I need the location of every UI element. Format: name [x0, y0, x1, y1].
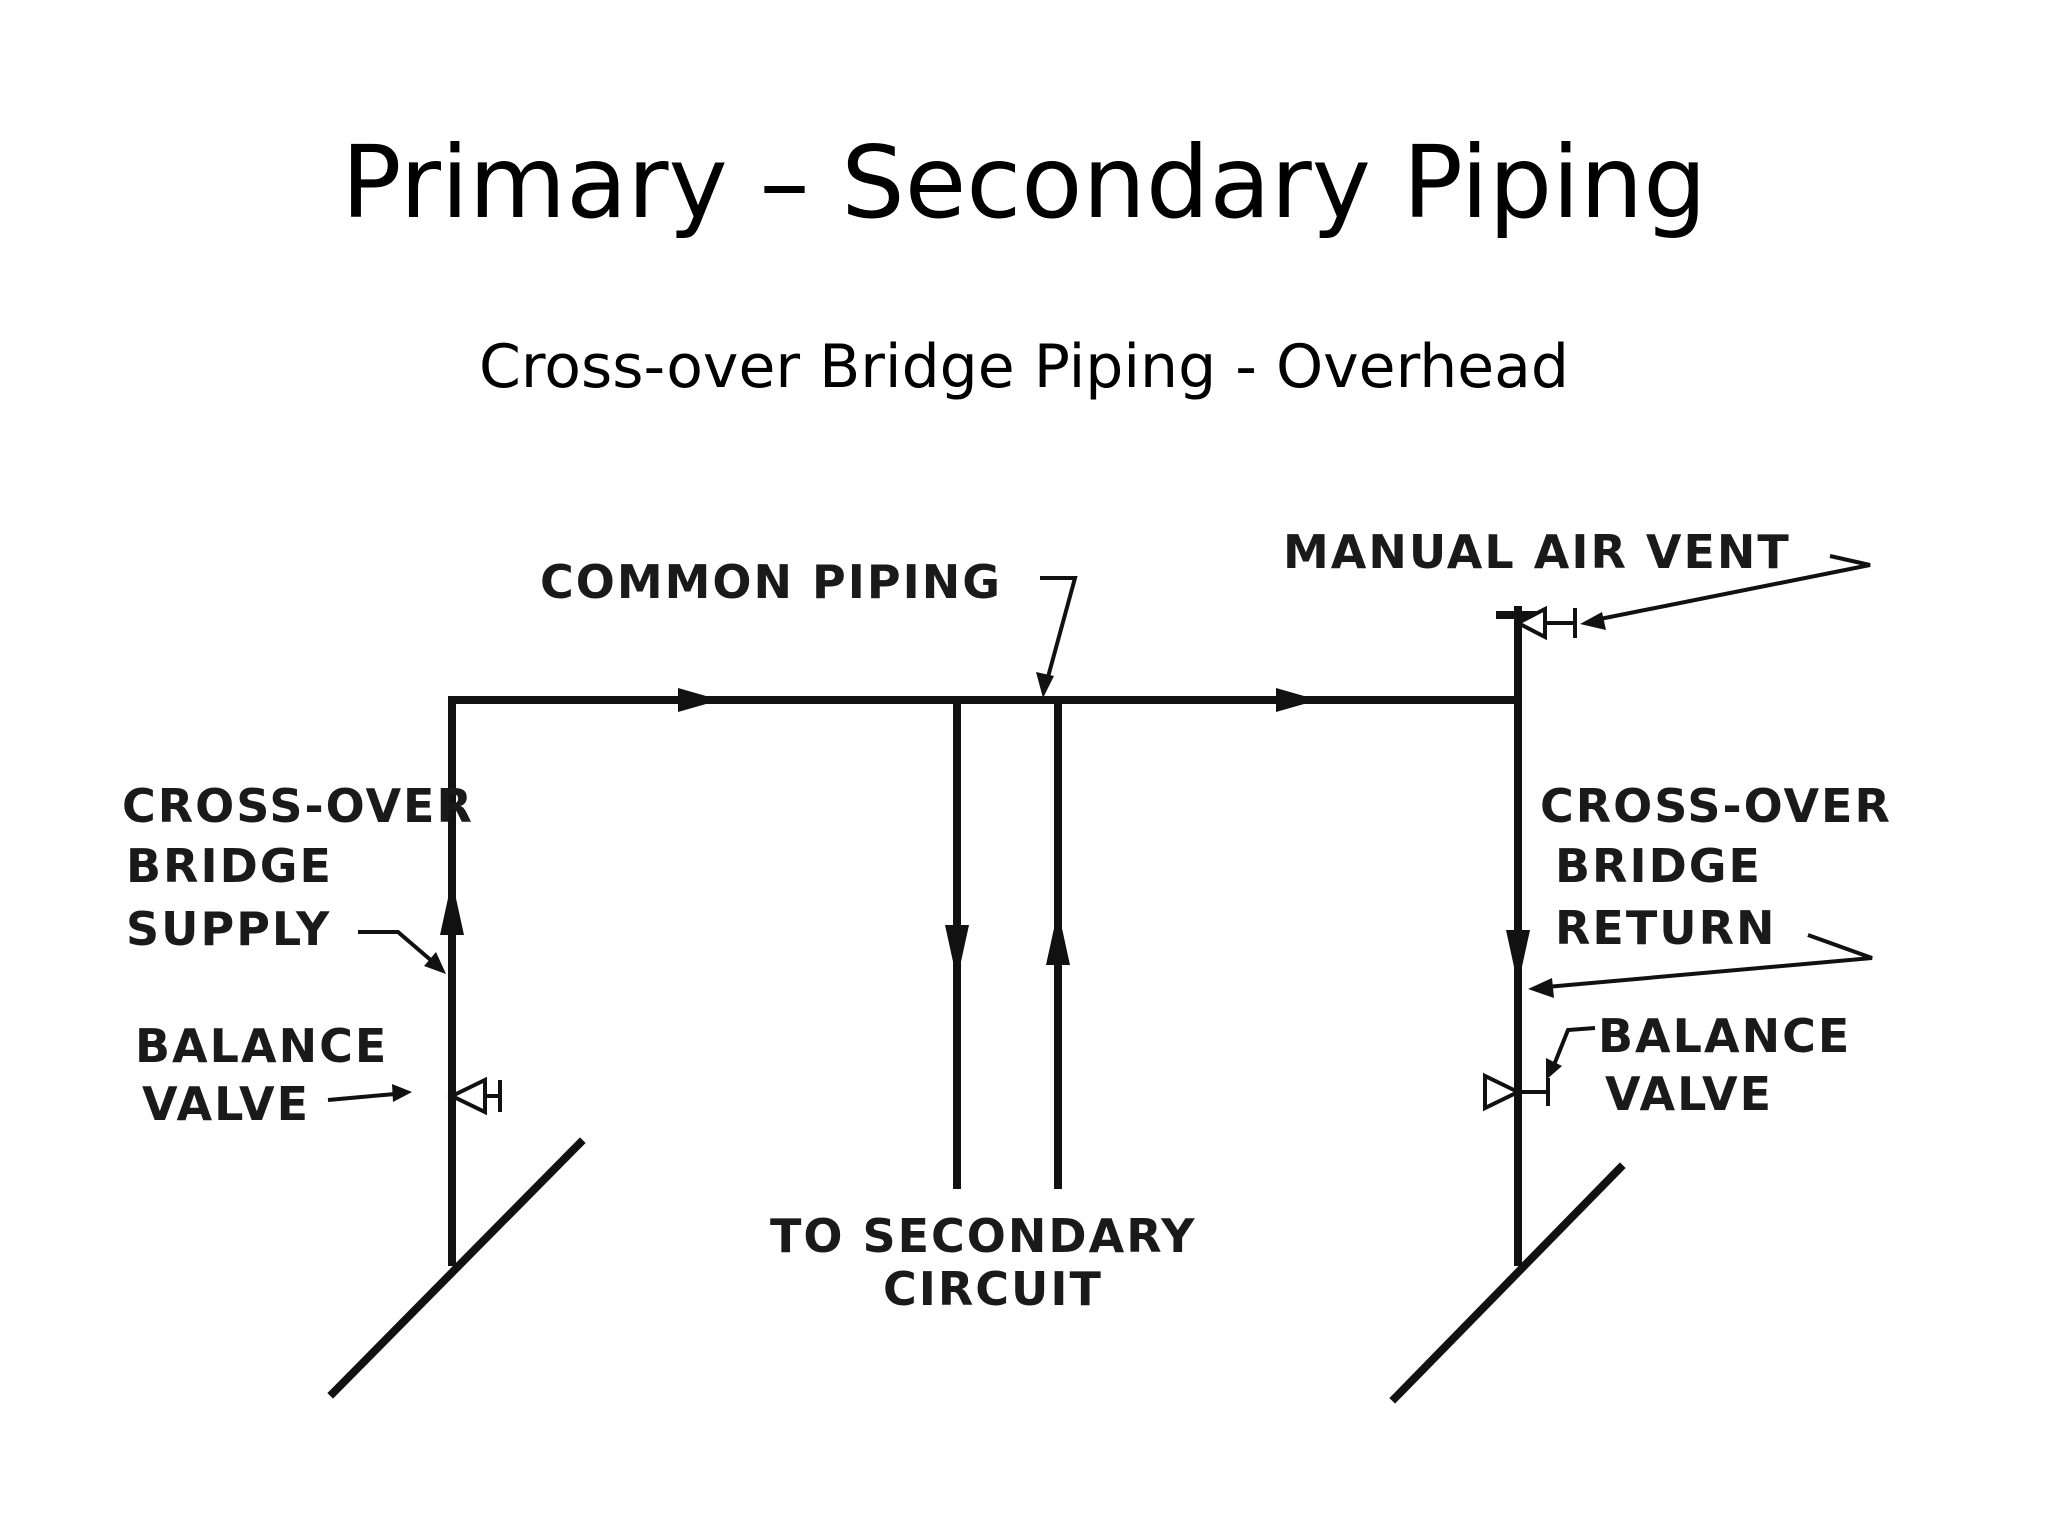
return-label-line1: CROSS-OVER [1540, 779, 1892, 833]
secondary-label-line2: CIRCUIT [883, 1262, 1103, 1316]
left-valve-leader-arrow [392, 1084, 412, 1102]
left-balance-valve-icon [447, 1076, 487, 1116]
manual-air-vent-label: MANUAL AIR VENT [1283, 525, 1791, 579]
right-valve-leader [1550, 1026, 1596, 1071]
slide-subtitle: Cross-over Bridge Piping - Overhead [478, 332, 1570, 402]
left-valve-label-line2: VALVE [142, 1077, 310, 1131]
common-piping-leader [1040, 576, 1078, 689]
flow-arrow-down-return [1506, 930, 1530, 985]
left-valve-label-line1: BALANCE [135, 1019, 388, 1073]
air-vent-leader [1589, 554, 1871, 623]
flow-arrow-up-supply [440, 880, 464, 935]
return-leader-arrow [1528, 978, 1554, 998]
right-valve-label-line2: VALVE [1605, 1067, 1773, 1121]
right-break-line [1389, 1162, 1626, 1404]
flow-arrow-down-secondary [945, 925, 969, 980]
supply-label-line3: SUPPLY [126, 902, 331, 956]
supply-leader [358, 930, 442, 970]
secondary-label-line1: TO SECONDARY [770, 1209, 1196, 1263]
return-label-line2: BRIDGE [1555, 839, 1762, 893]
left-break-line [327, 1137, 586, 1399]
flow-arrow-right-2 [1276, 688, 1318, 712]
left-valve-leader [327, 1092, 396, 1102]
flow-arrow-right-1 [678, 688, 720, 712]
right-valve-leader-arrow [1546, 1058, 1562, 1080]
supply-label-line2: BRIDGE [126, 839, 333, 893]
return-label-line3: RETURN [1555, 901, 1777, 955]
right-valve-label-line1: BALANCE [1598, 1009, 1851, 1063]
right-balance-valve-icon [1483, 1072, 1523, 1112]
supply-label-line1: CROSS-OVER [122, 779, 474, 833]
return-leader [1534, 933, 1873, 990]
supply-leader-arrow [424, 952, 446, 974]
common-piping-label: COMMON PIPING [540, 555, 1002, 609]
common-piping-leader-arrow [1036, 672, 1054, 698]
slide-title: Primary – Secondary Piping [341, 124, 1707, 241]
air-vent-leader-arrow [1580, 612, 1606, 630]
flow-arrow-up-secondary [1046, 910, 1070, 965]
